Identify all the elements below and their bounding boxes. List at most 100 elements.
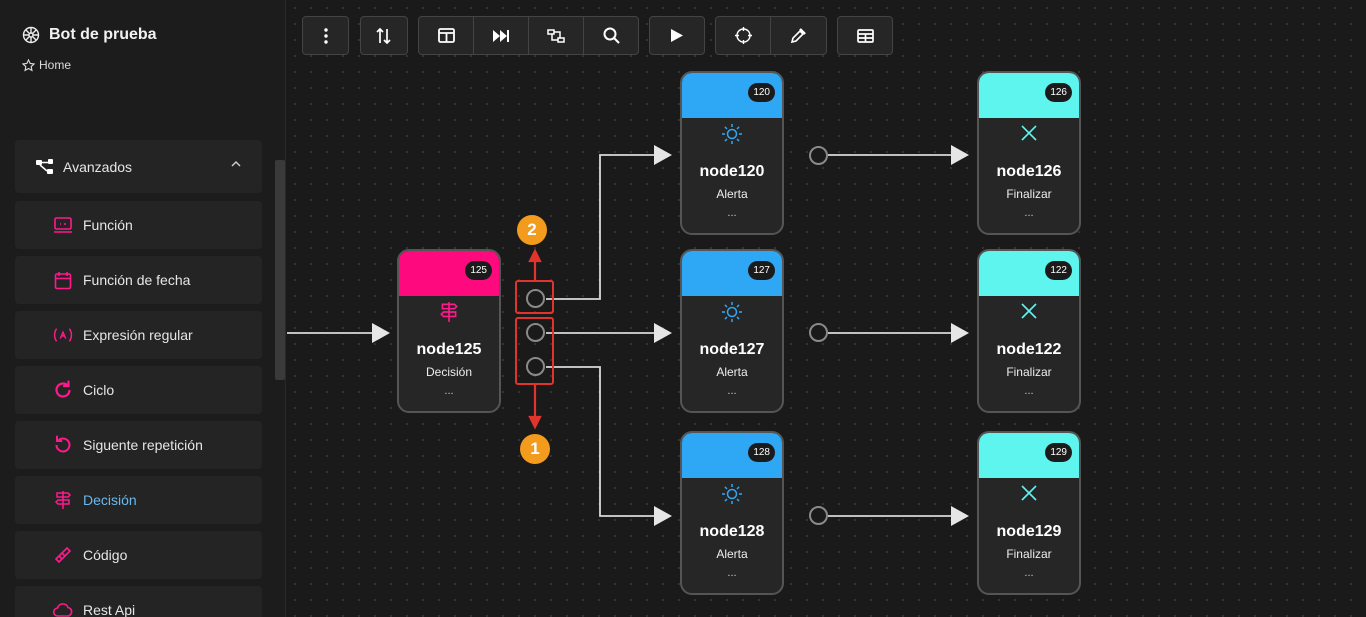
- node-122[interactable]: 122 node122 Finalizar ...: [977, 249, 1081, 413]
- close-icon: [1021, 303, 1037, 319]
- function-icon: [53, 215, 73, 235]
- table-button[interactable]: [837, 16, 893, 55]
- route-button[interactable]: [528, 16, 584, 55]
- sidebar-item-label: Expresión regular: [83, 327, 193, 343]
- node-more[interactable]: ...: [727, 385, 737, 397]
- node120-output-handle[interactable]: [809, 146, 828, 165]
- node-id-badge: 126: [1045, 83, 1072, 102]
- node-type: Decisión: [425, 365, 473, 379]
- sidebar-item-codigo[interactable]: Código: [15, 531, 262, 579]
- arrowhead-node122: [951, 323, 969, 343]
- sort-button[interactable]: [360, 16, 408, 55]
- route-icon: [547, 28, 565, 43]
- arrowhead-node128: [654, 506, 672, 526]
- sidebar-item-siguente-repeticion[interactable]: Siguente repetición: [15, 421, 262, 469]
- node-more[interactable]: ...: [727, 207, 737, 219]
- arrowhead-node129: [951, 506, 969, 526]
- node-id-badge: 128: [748, 443, 775, 462]
- edges-layer: [287, 145, 969, 526]
- calendar-icon: [53, 270, 73, 290]
- sidebar-item-funcion[interactable]: Función: [15, 201, 262, 249]
- loop-icon: [53, 380, 73, 400]
- annotation-arrowhead-up: [528, 248, 542, 263]
- chevron-up-icon[interactable]: [230, 158, 242, 170]
- sidebar-item-label: Función: [83, 217, 133, 233]
- sidebar-item-ciclo[interactable]: Ciclo: [15, 366, 262, 414]
- node-type: Finalizar: [1006, 547, 1052, 561]
- node125-output-handle-1[interactable]: [526, 289, 545, 308]
- sidebar-scrollbar[interactable]: [275, 160, 285, 380]
- sidebar-item-expresion-regular[interactable]: Expresión regular: [15, 311, 262, 359]
- regex-icon: [53, 325, 73, 345]
- sort-icon: [376, 27, 391, 44]
- node-title: node126: [996, 163, 1062, 180]
- node-title: node125: [416, 341, 482, 358]
- layout-button[interactable]: [418, 16, 474, 55]
- arrowhead-node126: [951, 145, 969, 165]
- layout-icon: [437, 28, 455, 43]
- edge-node125-node128: [546, 366, 659, 517]
- node-title: node127: [699, 341, 765, 358]
- search-icon: [603, 27, 620, 44]
- node-type: Alerta: [716, 365, 748, 379]
- node-more[interactable]: ...: [727, 567, 737, 579]
- sun-icon: [722, 484, 742, 504]
- node125-output-handle-2[interactable]: [526, 323, 545, 342]
- more-vertical-icon: [323, 27, 328, 44]
- sidebar-item-label: Función de fecha: [83, 272, 191, 288]
- sidebar-group-label: Avanzados: [63, 158, 133, 175]
- node-127[interactable]: 127 node127 Alerta ...: [680, 249, 784, 413]
- node-more[interactable]: ...: [1024, 567, 1034, 579]
- sidebar: Bot de prueba Home Avanzados Función Fun…: [0, 0, 286, 617]
- node-type: Alerta: [716, 547, 748, 561]
- breadcrumb-home[interactable]: Home: [39, 58, 72, 72]
- node-title: node122: [996, 341, 1062, 358]
- node-120[interactable]: 120 node120 Alerta ...: [680, 71, 784, 235]
- sidebar-item-decision[interactable]: Decisión: [15, 476, 262, 524]
- node-id-badge: 127: [748, 261, 775, 280]
- arrowhead-node120: [654, 145, 672, 165]
- color-picker-icon: [790, 28, 806, 44]
- node-title: node128: [699, 523, 765, 540]
- table-icon: [856, 28, 874, 43]
- color-picker-button[interactable]: [770, 16, 827, 55]
- node-title: node129: [996, 523, 1062, 540]
- node128-output-handle[interactable]: [809, 506, 828, 525]
- play-button[interactable]: [649, 16, 705, 55]
- node-125[interactable]: 125 node125 Decisión ...: [397, 249, 501, 413]
- node125-output-handle-3[interactable]: [526, 357, 545, 376]
- skip-forward-button[interactable]: [473, 16, 529, 55]
- center-button[interactable]: [715, 16, 771, 55]
- node127-output-handle[interactable]: [809, 323, 828, 342]
- nodes-icon: [36, 158, 53, 174]
- cloud-icon: [53, 600, 73, 617]
- arrowhead-node127: [654, 323, 672, 343]
- flow-canvas[interactable]: 125 node125 Decisión ... 2 1 120 node120…: [287, 0, 1366, 617]
- undo-icon: [53, 435, 73, 455]
- sidebar-group-avanzados[interactable]: Avanzados: [15, 140, 262, 193]
- node-id-badge: 125: [465, 261, 492, 280]
- sidebar-item-label: Código: [83, 547, 128, 563]
- star-icon: [22, 58, 35, 71]
- node-126[interactable]: 126 node126 Finalizar ...: [977, 71, 1081, 235]
- signpost-icon: [440, 302, 458, 322]
- annotation-marker-2: 2: [517, 215, 547, 245]
- signpost-icon: [53, 490, 73, 510]
- skip-forward-icon: [493, 29, 509, 42]
- search-button[interactable]: [583, 16, 639, 55]
- node-more[interactable]: ...: [1024, 207, 1034, 219]
- node-128[interactable]: 128 node128 Alerta ...: [680, 431, 784, 595]
- more-options-button[interactable]: [302, 16, 349, 55]
- node-id-badge: 122: [1045, 261, 1072, 280]
- annotation-box-top: [515, 280, 554, 314]
- crosshair-icon: [734, 27, 752, 44]
- sidebar-item-label: Ciclo: [83, 382, 115, 398]
- sidebar-item-funcion-de-fecha[interactable]: Función de fecha: [15, 256, 262, 304]
- node-129[interactable]: 129 node129 Finalizar ...: [977, 431, 1081, 595]
- annotation-marker-1: 1: [520, 434, 550, 464]
- sidebar-item-rest-api[interactable]: Rest Api: [15, 586, 262, 617]
- breadcrumb[interactable]: Home: [22, 58, 71, 72]
- node-more[interactable]: ...: [444, 385, 454, 397]
- sidebar-item-label: Siguente repetición: [83, 437, 203, 453]
- node-more[interactable]: ...: [1024, 385, 1034, 397]
